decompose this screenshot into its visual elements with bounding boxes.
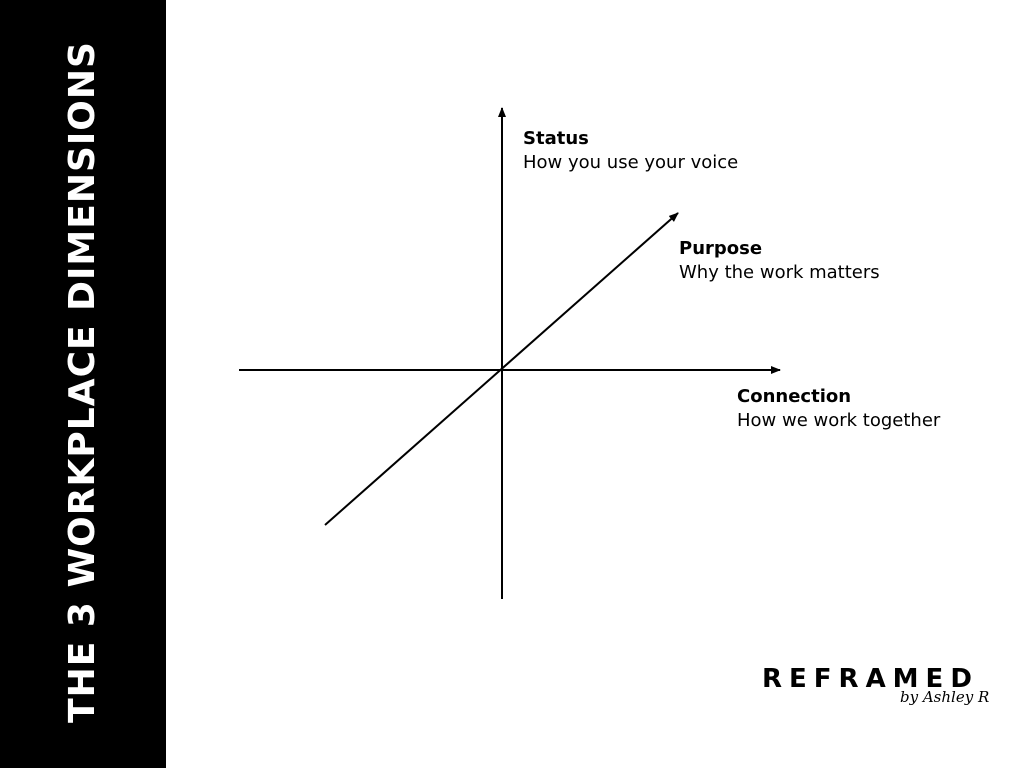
status-label: Status How you use your voice (523, 127, 738, 175)
status-axis-name: Status (523, 128, 589, 149)
purpose-axis (324, 212, 679, 526)
brand-name: REFRAMED (762, 664, 979, 694)
connection-axis-name: Connection (737, 386, 852, 407)
connection-label: Connection How we work together (737, 385, 940, 433)
brand-signature: by Ashley R (900, 688, 990, 706)
connection-axis-description: How we work together (737, 410, 941, 431)
brand-logo: REFRAMED by Ashley R (762, 662, 989, 706)
status-axis-description: How you use your voice (523, 152, 739, 173)
purpose-label: Purpose Why the work matters (679, 237, 880, 285)
purpose-axis-description: Why the work matters (679, 262, 880, 283)
title-sidebar: THE 3 WORKPLACE DIMENSIONS (0, 0, 166, 768)
purpose-axis-name: Purpose (679, 238, 763, 259)
